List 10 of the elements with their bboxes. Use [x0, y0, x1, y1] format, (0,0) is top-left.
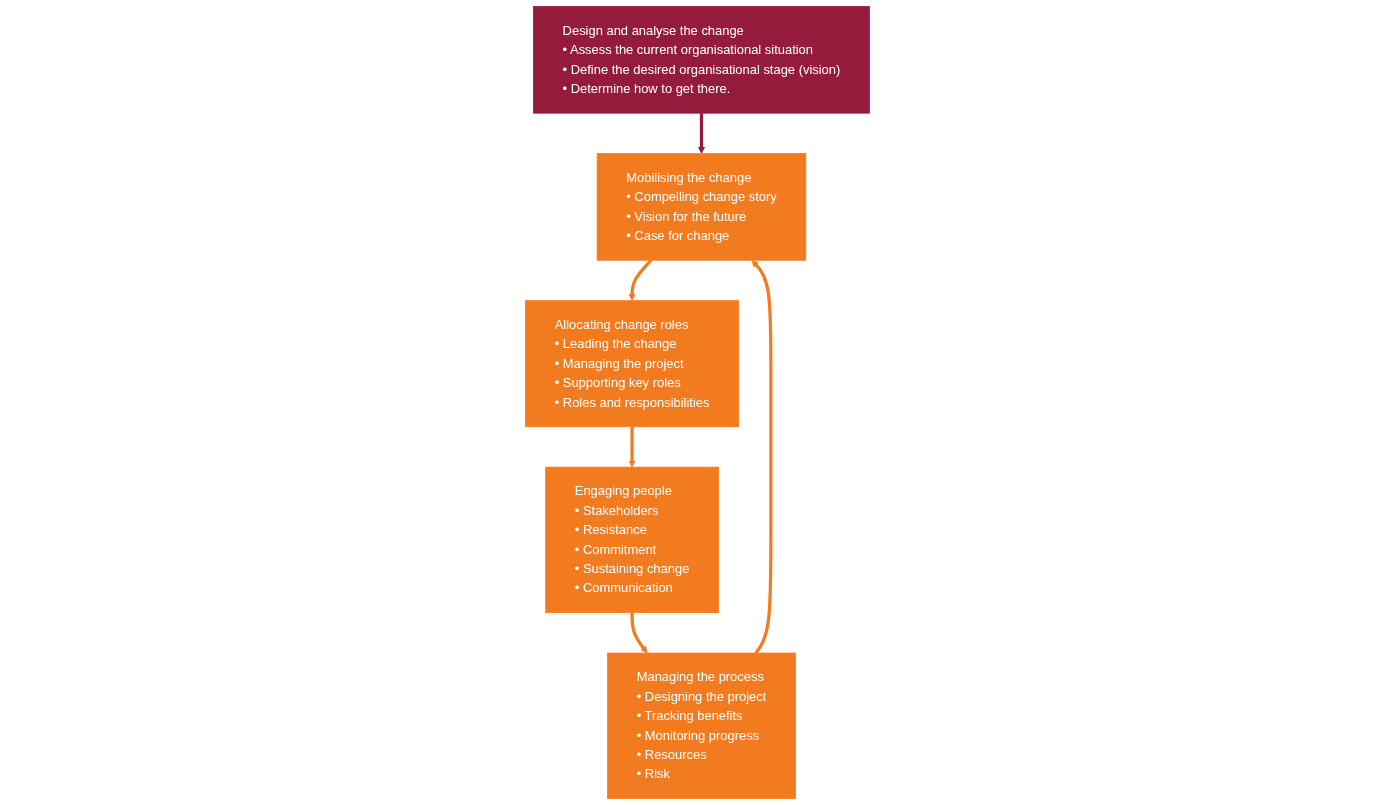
node-box: Managing the process • Designing the project • Tracking benefits • Monitoring progress • Resources • Risk — [607, 652, 796, 799]
arrow — [628, 426, 636, 468]
arrow — [630, 612, 648, 654]
arrow — [628, 259, 653, 301]
node-box: Design and analyse the change • Assess the current organisational situation • Define the desired organisational stage (vision) • Determine how to get there. — [533, 6, 870, 114]
node-box: Engaging people • Stakeholders • Resistance • Commitment • Sustaining change • Communication — [545, 466, 719, 614]
node-box: Allocating change roles • Leading the change • Managing the project • Supporting key roles • Roles and responsibilities — [525, 300, 739, 428]
arrow — [751, 259, 773, 654]
node-box: Mobilising the change • Compelling change story • Vision for the future • Case for change — [596, 153, 807, 261]
arrow — [697, 113, 706, 154]
